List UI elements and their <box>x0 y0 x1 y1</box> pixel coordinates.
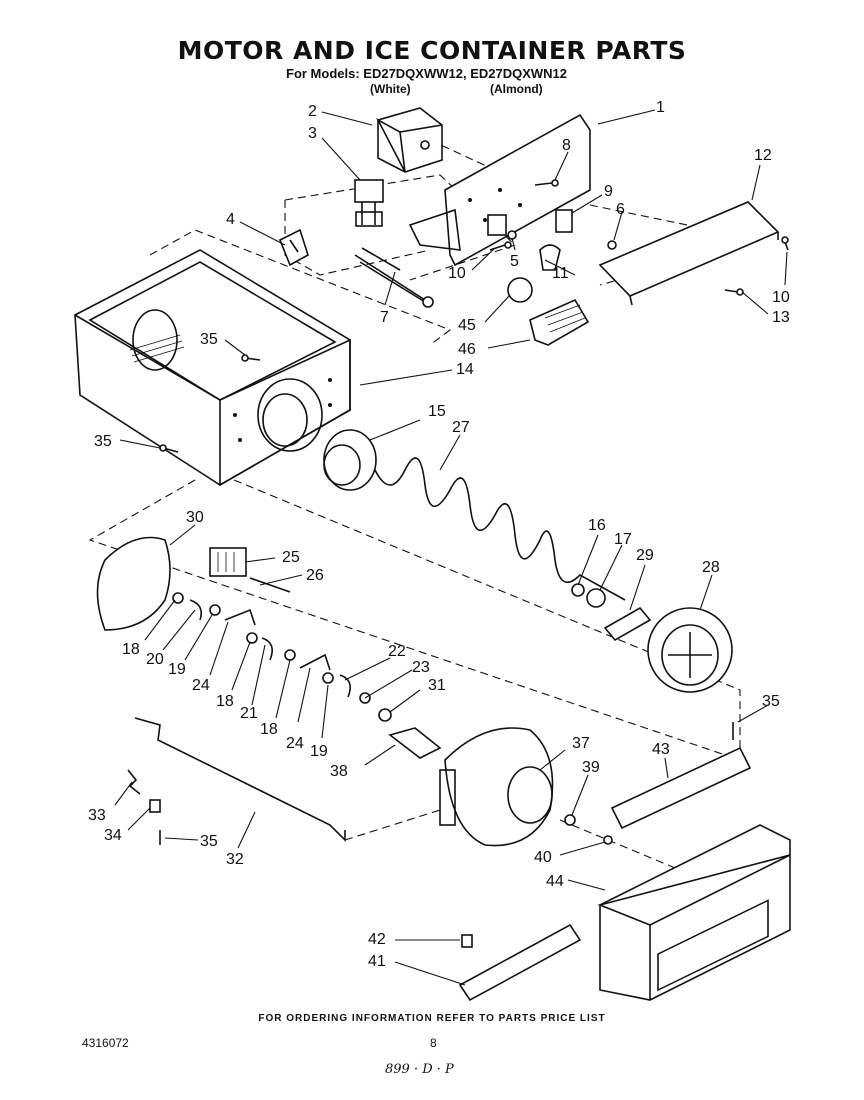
callout-5: 5 <box>510 253 519 270</box>
callout-46: 46 <box>458 341 476 358</box>
part-washers-and-impeller <box>571 583 733 693</box>
callout-23: 23 <box>412 659 430 676</box>
part-crusher-cover <box>96 536 291 631</box>
callout-27: 27 <box>452 419 470 436</box>
part-auger-spiral <box>374 457 626 601</box>
callout-18-a: 18 <box>122 641 140 658</box>
callout-13: 13 <box>772 309 790 326</box>
part-solenoid <box>354 179 384 227</box>
callout-18-c: 18 <box>260 721 278 738</box>
callout-44: 44 <box>546 873 564 890</box>
callout-2: 2 <box>308 103 317 120</box>
callout-43: 43 <box>652 741 670 758</box>
callout-42: 42 <box>368 931 386 948</box>
callout-24-b: 24 <box>286 735 304 752</box>
page-title: MOTOR AND ICE CONTAINER PARTS <box>177 36 687 65</box>
callout-37: 37 <box>572 735 590 752</box>
callout-28: 28 <box>702 559 720 576</box>
part-motor <box>388 727 613 847</box>
callout-18-b: 18 <box>216 693 234 710</box>
callout-25: 25 <box>282 549 300 566</box>
part-lamp-assembly <box>507 209 590 346</box>
callout-6: 6 <box>616 201 625 218</box>
color-white-label: (White) <box>370 82 411 96</box>
part-actuator-rod <box>127 717 346 845</box>
callout-38: 38 <box>330 763 348 780</box>
callout-8: 8 <box>562 137 571 154</box>
callout-35-a: 35 <box>200 331 218 348</box>
callout-19-a: 19 <box>168 661 186 678</box>
callout-30: 30 <box>186 509 204 526</box>
models-line: For Models: ED27DQXWW12, ED27DQXWN12 <box>286 66 567 81</box>
callout-24-a: 24 <box>192 677 210 694</box>
callout-20: 20 <box>146 651 164 668</box>
part-ice-container <box>74 249 351 487</box>
callout-1: 1 <box>656 99 665 116</box>
part-control-bracket <box>408 113 591 267</box>
document-number: 4316072 <box>82 1036 129 1050</box>
callout-11: 11 <box>552 265 569 282</box>
handwritten-mark: 899 · D · P <box>385 1062 454 1077</box>
callout-41: 41 <box>368 953 386 970</box>
callout-14: 14 <box>456 361 474 378</box>
callout-22: 22 <box>388 643 406 660</box>
callout-16: 16 <box>588 517 606 534</box>
part-crusher-blades <box>172 592 392 722</box>
callout-labels: 1 2 3 4 5 6 7 8 9 10 10 11 12 13 14 15 1… <box>88 99 790 970</box>
callout-10-a: 10 <box>448 265 466 282</box>
callout-35-b: 35 <box>94 433 112 450</box>
callout-10-b: 10 <box>772 289 790 306</box>
callout-26: 26 <box>306 567 324 584</box>
callout-3: 3 <box>308 125 317 142</box>
callout-19-b: 19 <box>310 743 328 760</box>
callout-29: 29 <box>636 547 654 564</box>
color-almond-label: (Almond) <box>490 82 543 96</box>
callout-35-d: 35 <box>200 833 218 850</box>
callout-34: 34 <box>104 827 122 844</box>
callout-40: 40 <box>534 849 552 866</box>
part-plunger <box>354 247 434 308</box>
callout-17: 17 <box>614 531 632 548</box>
callout-7: 7 <box>380 309 389 326</box>
callout-33: 33 <box>88 807 106 824</box>
callout-21: 21 <box>240 705 258 722</box>
callout-32: 32 <box>226 851 244 868</box>
callout-39: 39 <box>582 759 600 776</box>
callout-31: 31 <box>428 677 446 694</box>
callout-15: 15 <box>428 403 446 420</box>
callout-45: 45 <box>458 317 476 334</box>
part-relay <box>376 107 443 173</box>
callout-leaders <box>114 109 788 986</box>
page-number: 8 <box>430 1036 437 1050</box>
callout-12: 12 <box>754 147 772 164</box>
callout-4: 4 <box>226 211 235 228</box>
ordering-note: FOR ORDERING INFORMATION REFER TO PARTS … <box>258 1013 606 1024</box>
callout-35-c: 35 <box>762 693 780 710</box>
callout-9: 9 <box>604 183 613 200</box>
part-bushing <box>323 429 377 491</box>
part-chute-cover <box>458 722 791 1002</box>
part-cover-plate <box>598 201 780 306</box>
part-bracket <box>278 228 309 267</box>
